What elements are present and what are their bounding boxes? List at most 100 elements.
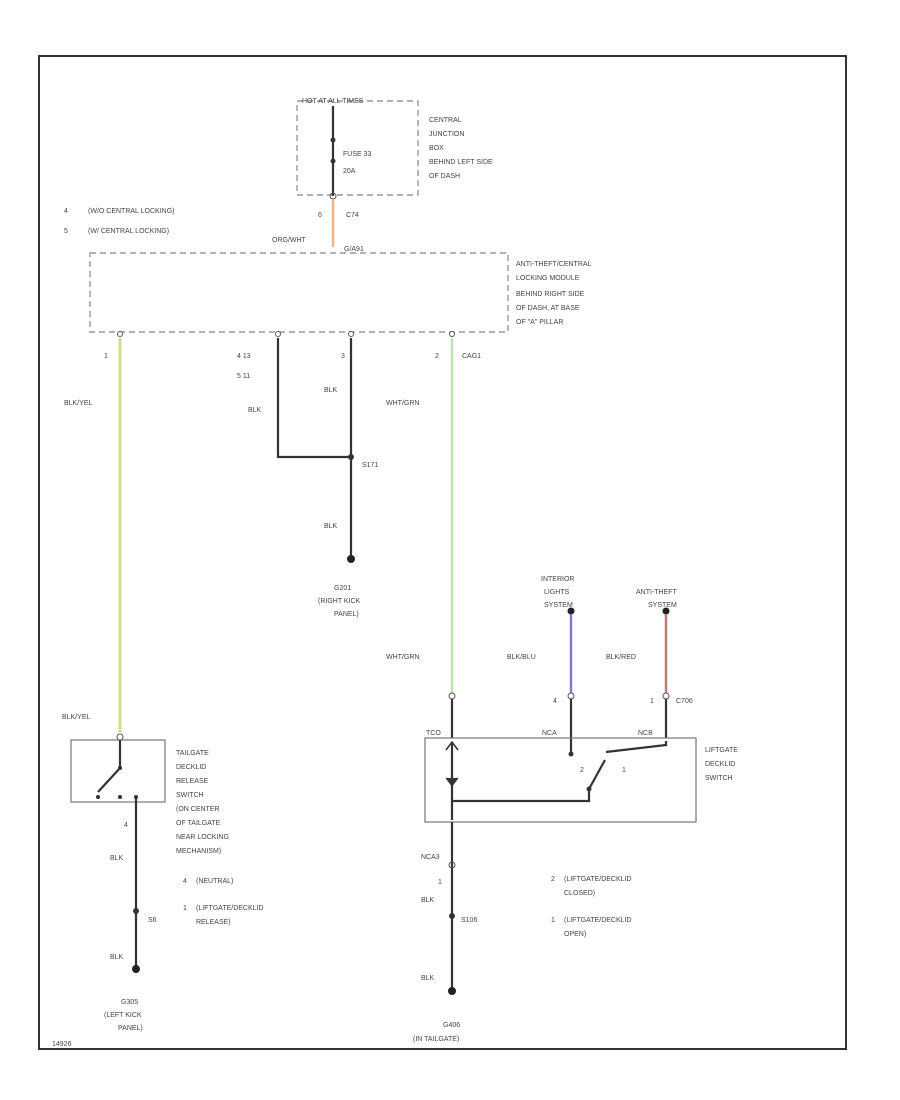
liftgate-bottom-pin: 1 [438, 879, 442, 886]
module-pin-2 [449, 331, 455, 337]
c706-label: C706 [676, 698, 693, 705]
ground-pins-1: 4 13 [237, 353, 251, 360]
anti-theft-terminal [662, 607, 670, 615]
junction-box-location-4: BEHIND LEFT SIDE [429, 159, 493, 166]
ground-g305-label-2: (LEFT KICK [104, 1012, 142, 1019]
left-wire-color: BLK/YEL [64, 400, 93, 407]
interior-lights-label-3: SYSTEM [544, 602, 573, 609]
tailgate-wire-color: BLK/YEL [62, 714, 91, 721]
right-wire-connector: CAG1 [462, 353, 481, 360]
tailgate-switch-label-1: TAILGATE [176, 750, 209, 757]
tailgate-switch-label-8: MECHANISM) [176, 848, 221, 855]
liftgate-switch-pos-2-terminal [568, 751, 574, 757]
tailgate-out-color: BLK [110, 855, 124, 862]
legend-tailgate-pin-1: 1 [183, 905, 187, 912]
fuse-name: FUSE 33 [343, 151, 372, 158]
liftgate-bottom-color-2: BLK [421, 975, 435, 982]
ground-left-color: BLK [248, 407, 262, 414]
ground-pins-2: 5 11 [237, 373, 250, 380]
module-pin-1 [117, 331, 123, 337]
tailgate-switch-label-4: SWITCH [176, 792, 204, 799]
right-wire-color-2: WHT/GRN [386, 654, 419, 661]
legend-liftgate-text-1a: (LIFTGATE/DECKLID [564, 917, 632, 924]
splice-s171-label: S171 [362, 462, 378, 469]
splice-s6 [133, 908, 139, 914]
interior-lights-terminal [567, 607, 575, 615]
splice-s171-color: BLK [324, 523, 338, 530]
liftgate-switch-arrow-down [445, 777, 459, 787]
connector-mid-upper [567, 692, 575, 700]
legend-top-text-5: (W/ CENTRAL LOCKING) [88, 228, 169, 235]
splice-s106-label: S106 [461, 917, 477, 924]
ground-g305-label-1: G305 [121, 999, 138, 1006]
tailgate-switch-label-2: DECKLID [176, 764, 206, 771]
splice-s106 [449, 913, 455, 919]
interior-lights-label-2: LIGHTS [544, 589, 570, 596]
tailgate-switch-pos-mid-terminal [118, 795, 122, 799]
c74-label: C74 [346, 212, 359, 219]
legend-tailgate-text-1b: RELEASE) [196, 919, 231, 926]
liftgate-pin-tco: TCO [426, 730, 441, 737]
tailgate-switch-label-3: RELEASE [176, 778, 209, 785]
liftgate-switch-blade [588, 759, 606, 790]
liftgate-switch-pos-1-contact [605, 741, 668, 754]
legend-liftgate-pin-1: 1 [551, 917, 555, 924]
mid-wire-pin: 3 [341, 353, 345, 360]
tailgate-switch-pos-4-terminal [96, 795, 100, 799]
module-name-2: LOCKING MODULE [516, 275, 580, 282]
ground-g305-label-3: PANEL) [118, 1025, 143, 1032]
legend-liftgate-text-1b: OPEN) [564, 931, 586, 938]
legend-tailgate-text-4: (NEUTRAL) [196, 878, 233, 885]
diagram-frame [38, 55, 847, 1050]
ground-g406-label-2: (IN TAILGATE) [413, 1036, 459, 1043]
tailgate-switch-label-7: NEAR LOCKING [176, 834, 229, 841]
liftgate-switch-label-1: LIFTGATE [705, 747, 738, 754]
legend-liftgate-pin-2: 2 [551, 876, 555, 883]
fuse-top-terminal [330, 137, 336, 143]
junction-box-location-3: BOX [429, 145, 444, 152]
c706-pin: 1 [650, 698, 654, 705]
splice-s171 [348, 454, 354, 460]
liftgate-bottom-connector-mark [448, 861, 456, 869]
legend-top-pin-5: 5 [64, 228, 68, 235]
anti-theft-label-2: SYSTEM [648, 602, 677, 609]
fuse-rating: 20A [343, 168, 356, 175]
liftgate-switch-pos-1: 1 [622, 767, 626, 774]
liftgate-switch-pos-2: 2 [580, 767, 584, 774]
module-location-1: BEHIND RIGHT SIDE [516, 291, 585, 298]
splice-s6-label: S6 [148, 917, 157, 924]
module-location-3: OF "A" PILLAR [516, 319, 563, 326]
fuse-bottom-terminal [330, 158, 336, 164]
junction-box-location-2: JUNCTION [429, 131, 464, 138]
ground-g201-label-1: G201 [334, 585, 351, 592]
module-name-1: ANTI-THEFT/CENTRAL [516, 261, 592, 268]
tailgate-switch-label-6: OF TAILGATE [176, 820, 221, 827]
ground-g201-label-2: (RIGHT KICK [318, 598, 361, 605]
liftgate-switch-outline [424, 737, 697, 823]
junction-box-location-1: CENTRAL [429, 117, 462, 124]
tailgate-switch-label-5: (ON CENTER [176, 806, 220, 813]
ground-g201-label-3: PANEL) [334, 611, 359, 618]
module-pin-ground-left [275, 331, 281, 337]
mid-wire-color: BLK [324, 387, 338, 394]
liftgate-bottom-connector: NCA3 [421, 854, 440, 861]
interior-lights-label-1: INTERIOR [541, 576, 574, 583]
legend-tailgate-text-1a: (LIFTGATE/DECKLID [196, 905, 264, 912]
anti-theft-module-outline [89, 252, 509, 333]
left-wire-pin: 1 [104, 353, 108, 360]
right-wire-pin: 2 [435, 353, 439, 360]
fuse-power-label: HOT AT ALL TIMES [302, 98, 364, 105]
module-pin-3 [348, 331, 354, 337]
legend-tailgate-pin-4: 4 [183, 878, 187, 885]
splice-s6-color: BLK [110, 954, 124, 961]
connector-left-upper [448, 692, 456, 700]
junction-box-location-5: OF DASH [429, 173, 460, 180]
c74-pin: 6 [318, 212, 322, 219]
orange-white-wire-label: ORG/WHT [272, 237, 307, 244]
module-location-2: OF DASH, AT BASE [516, 305, 580, 312]
liftgate-switch-label-2: DECKLID [705, 761, 735, 768]
ground-g201 [347, 555, 355, 563]
footer-code: 14926 [52, 1041, 72, 1048]
ground-g406 [448, 987, 456, 995]
